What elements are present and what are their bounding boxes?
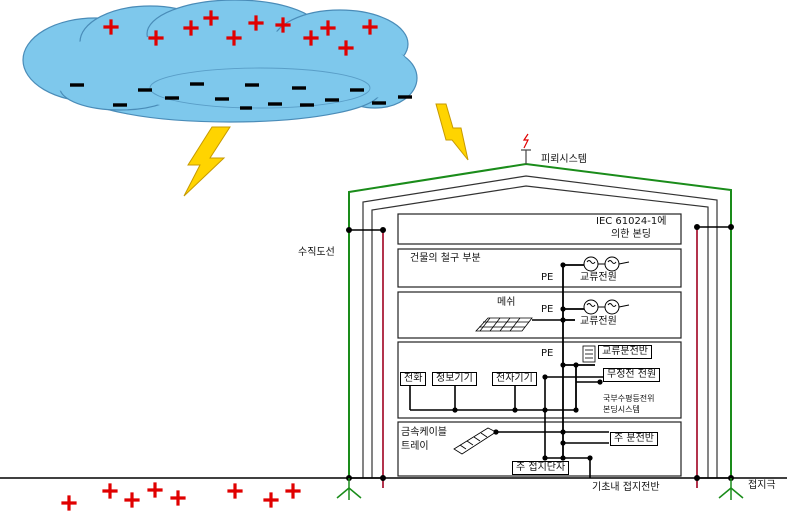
thundercloud [22,0,418,123]
pe-riser [562,264,595,460]
pe-label-1: PE [541,272,554,283]
electronic-equipment-box: 전자기기 [492,372,537,386]
ac-panel-icon [582,345,596,363]
iec-bonding-label-line1: IEC 61024-1에 [596,216,667,227]
foundation-ground-label: 기초내 접지전반 [592,482,660,493]
ac-power-symbols [583,256,620,315]
down-conductor-label: 수직도선 [298,247,335,258]
building-steel-label: 건물의 철구 부분 [410,253,481,264]
bonding-lines [349,226,731,479]
main-panel-box: 주 분전반 [610,432,658,446]
local-bonding-label-line2: 본딩시스템 [603,405,640,414]
building-outline [362,175,718,478]
lightning-bolt-right [435,103,469,161]
ground-electrode-label: 접지극 [748,480,776,491]
equipment-dots [452,374,603,413]
pe-label-3: PE [541,348,554,359]
iec-bonding-label-line2: 의한 본딩 [611,229,651,240]
ac-power-leads [586,260,630,308]
ac-power-label-2: 교류전원 [580,316,617,327]
building-steel-columns [382,228,698,488]
ups-box: 무정전 전원 [603,368,661,382]
metal-cable-tray-label-line1: 금속케이블 [401,427,447,438]
floors [397,213,682,477]
lower-dots [493,429,593,461]
air-terminal [521,133,531,164]
info-equipment-box: 정보기기 [432,372,477,386]
junction-dots [346,224,734,481]
ground-electrode-right [718,478,744,500]
mesh-label: 메쉬 [497,297,516,308]
cloud-positive-charges [103,10,378,56]
ground-positive-charges [61,482,301,511]
ground-electrode-left [336,478,362,500]
local-bonding-label-line1: 국부수평등전위 [603,394,655,403]
equipment-wiring [409,376,605,411]
metal-cable-tray-label-line2: 트레이 [401,441,429,452]
ac-panel-label: 교류분전반 [598,345,652,359]
ac-power-label-1: 교류전원 [580,272,617,283]
telephone-box: 전화 [400,372,427,386]
lower-wiring [496,431,609,459]
pe-label-2: PE [541,304,554,315]
main-ground-terminal-box: 주 접지단자 [512,461,570,475]
lightning-system-label: 피뢰시스템 [541,154,587,165]
cable-tray [453,427,497,455]
lightning-bolt-left [183,126,231,197]
cloud-negative-charges [70,82,412,110]
mesh-grid [475,317,533,332]
